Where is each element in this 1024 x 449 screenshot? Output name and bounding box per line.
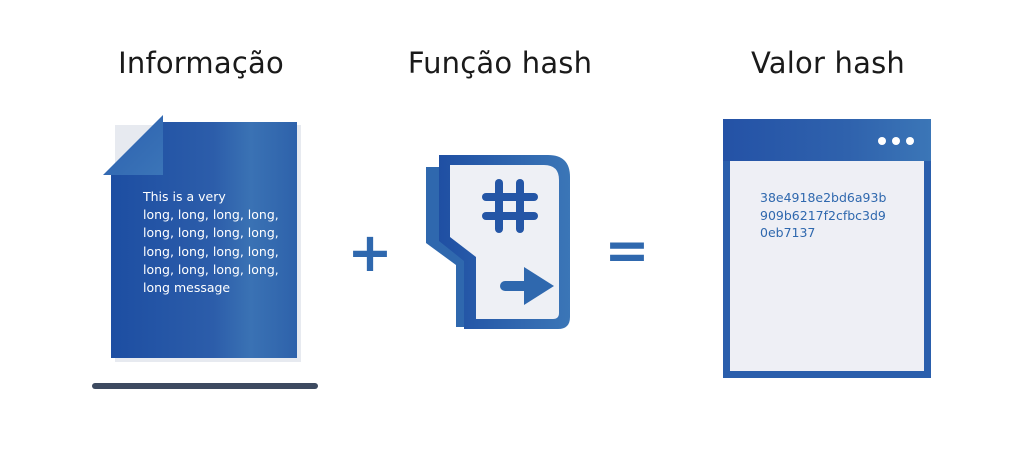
document-text: This is a very long, long, long, long, l…: [143, 189, 279, 296]
document-underline: [92, 383, 318, 389]
three-dots-icon: [878, 137, 886, 145]
menu-dot-icon: [906, 137, 914, 145]
hash-value-window: 38e4918e2bd6a93b 909b6217f2cfbc3d9 0eb71…: [723, 119, 931, 378]
menu-dot-icon: [892, 137, 900, 145]
document-icon: This is a very long, long, long, long, l…: [103, 115, 303, 365]
hash-function-icon: [426, 155, 576, 335]
document-shape: [103, 115, 301, 362]
hash-value-text: 38e4918e2bd6a93b 909b6217f2cfbc3d9 0eb71…: [760, 190, 887, 240]
hash-symbol-icon: [482, 179, 538, 233]
hash-value-heading: Valor hash: [751, 46, 905, 80]
arrow-right-icon: [500, 267, 554, 305]
window-titlebar: [723, 119, 931, 161]
information-heading: Informação: [118, 46, 284, 80]
plus-sign: +: [347, 221, 393, 284]
equals-sign: =: [604, 219, 650, 282]
hash-function-shape: [426, 155, 570, 329]
hash-function-heading: Função hash: [407, 46, 593, 80]
